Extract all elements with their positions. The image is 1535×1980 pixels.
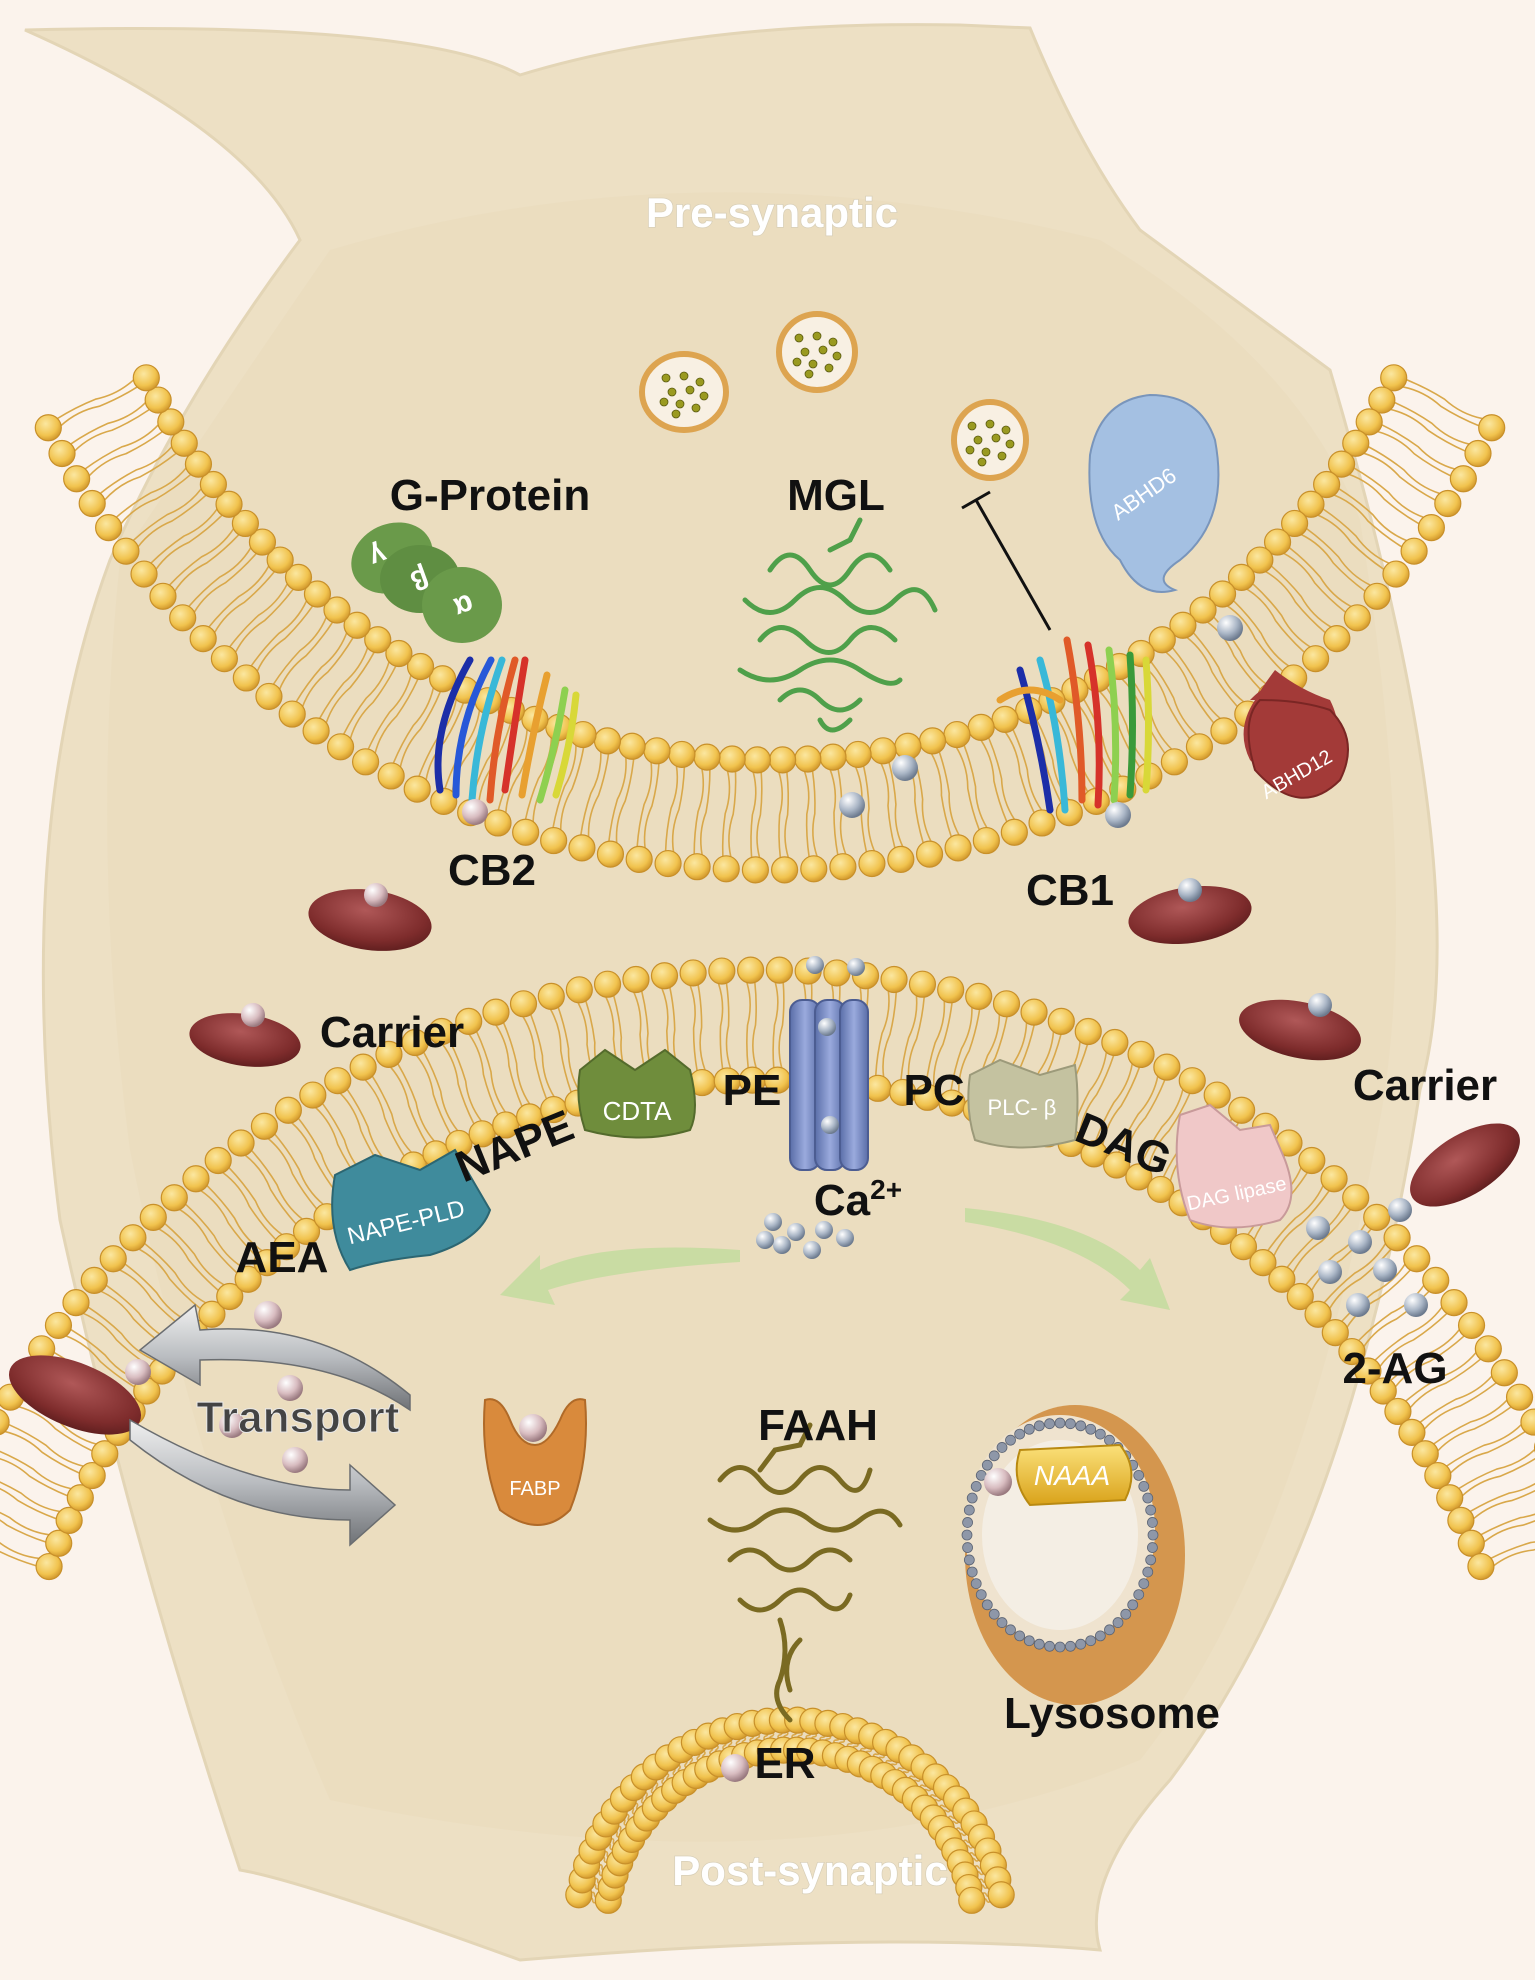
grey-molecule xyxy=(806,956,824,974)
carrier-protein xyxy=(1410,1123,1520,1207)
presynaptic-membrane xyxy=(34,364,1506,884)
dag-lipase-enzyme: DAG lipase xyxy=(1175,1103,1293,1229)
carrier-protein xyxy=(308,889,432,951)
grey-molecule xyxy=(1318,1260,1342,1284)
cb1-label: CB1 xyxy=(1026,866,1114,915)
lysosome: NAAA xyxy=(961,1405,1185,1705)
grey-molecule xyxy=(1306,1216,1330,1240)
carrier-protein xyxy=(1128,885,1252,945)
abhd12-enzyme: ABHD12 xyxy=(1243,670,1349,804)
pe-label: PE xyxy=(723,1066,782,1115)
er-membrane xyxy=(565,1706,1015,1914)
plc-beta-label: PLC- β xyxy=(988,1095,1057,1120)
metabolic-arrows xyxy=(500,1208,1170,1310)
aea-molecule xyxy=(364,883,388,907)
vesicle xyxy=(951,399,1029,481)
cb1-receptor xyxy=(996,636,1152,814)
lysosome-membrane xyxy=(961,1417,1159,1653)
green-arrow-left xyxy=(500,1247,740,1305)
transport-label: Transport xyxy=(197,1393,400,1442)
transport-arrows xyxy=(129,1303,411,1547)
grey-molecule xyxy=(847,958,865,976)
aea-label: AEA xyxy=(236,1233,329,1282)
mgl-protein xyxy=(737,517,938,733)
fabp-protein: FABP xyxy=(483,1398,587,1526)
grey-molecule xyxy=(1346,1293,1370,1317)
grey-molecule xyxy=(787,1223,805,1241)
grey-molecule xyxy=(821,1116,839,1134)
aea-molecule xyxy=(125,1359,151,1385)
transport-arrow-down xyxy=(129,1418,397,1547)
transport-arrow-up xyxy=(138,1303,411,1412)
er-bilayer xyxy=(565,1706,1015,1914)
grey-molecule xyxy=(764,1213,782,1231)
faah-protein xyxy=(707,1422,903,1723)
grey-molecule xyxy=(818,1018,836,1036)
carrier-protein xyxy=(189,1013,301,1067)
aea-molecule xyxy=(241,1003,265,1027)
cdta-label: CDTA xyxy=(603,1096,673,1126)
nape-pld-enzyme: NAPE-PLD xyxy=(331,1148,492,1272)
cb2-receptor xyxy=(434,656,580,804)
grey-molecule xyxy=(839,792,865,818)
inhibition-arrow xyxy=(961,490,1052,631)
abhd6-enzyme: ABHD6 xyxy=(1088,393,1220,593)
post-synaptic-label: Post-synaptic xyxy=(672,1847,947,1894)
aea-molecule xyxy=(282,1447,308,1473)
cdta-enzyme: CDTA xyxy=(577,1048,696,1139)
carrier-protein xyxy=(1239,999,1361,1061)
grey-molecule xyxy=(1178,878,1202,902)
aea-molecule xyxy=(721,1754,749,1782)
grey-molecule xyxy=(1388,1198,1412,1222)
lysosome-label: Lysosome xyxy=(1004,1689,1220,1738)
grey-molecule xyxy=(773,1236,791,1254)
aea-molecule xyxy=(254,1301,282,1329)
naaa-enzyme: NAAA xyxy=(1015,1443,1133,1507)
grey-molecule xyxy=(1105,802,1131,828)
pc-label: PC xyxy=(903,1066,964,1115)
membranes xyxy=(0,364,1535,1581)
carrier-protein xyxy=(8,1355,142,1435)
naaa-label: NAAA xyxy=(1034,1460,1110,1491)
synaptic-vesicles xyxy=(639,311,1029,481)
vesicle xyxy=(776,311,858,393)
g-protein-label: G-Protein xyxy=(390,471,590,520)
green-arrow-right xyxy=(965,1208,1170,1310)
aea-molecule xyxy=(277,1375,303,1401)
pre-synaptic-label: Pre-synaptic xyxy=(646,189,898,236)
two-ag-label: 2-AG xyxy=(1342,1344,1447,1393)
mgl-label: MGL xyxy=(787,471,885,520)
aea-molecule xyxy=(219,1412,245,1438)
faah-label: FAAH xyxy=(758,1401,878,1450)
g-protein: γ β α xyxy=(351,522,502,643)
grey-molecule xyxy=(892,755,918,781)
ligand-molecules xyxy=(125,615,1428,1782)
calcium-label: Ca2+ xyxy=(814,1174,902,1225)
grey-molecule xyxy=(1348,1230,1372,1254)
er-label: ER xyxy=(754,1739,815,1788)
carrier-label-left: Carrier xyxy=(320,1008,464,1057)
plc-beta-enzyme: PLC- β xyxy=(967,1058,1079,1149)
grey-molecule xyxy=(815,1221,833,1239)
grey-molecule xyxy=(1404,1293,1428,1317)
grey-molecule xyxy=(836,1229,854,1247)
grey-molecule xyxy=(756,1231,774,1249)
carrier-label-right: Carrier xyxy=(1353,1061,1497,1110)
fabp-label: FABP xyxy=(509,1478,560,1500)
grey-molecule xyxy=(1373,1258,1397,1282)
carrier-proteins xyxy=(8,885,1520,1435)
grey-molecule xyxy=(803,1241,821,1259)
calcium-charge: 2+ xyxy=(870,1174,902,1205)
aea-molecule xyxy=(462,799,488,825)
cb2-label: CB2 xyxy=(448,846,536,895)
vesicle xyxy=(639,351,729,433)
grey-molecule xyxy=(1217,615,1243,641)
grey-molecule xyxy=(1308,993,1332,1017)
